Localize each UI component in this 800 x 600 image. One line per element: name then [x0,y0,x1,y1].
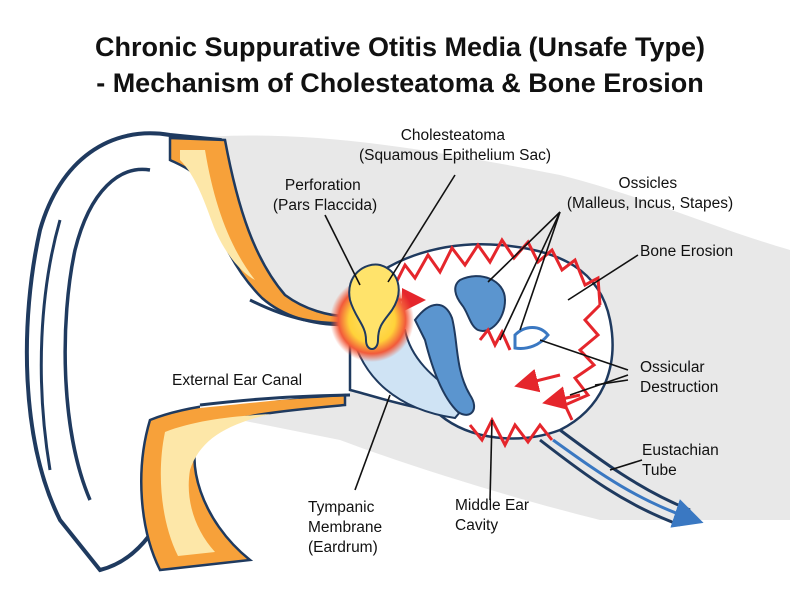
label-perforation: Perforation (Pars Flaccida) [273,177,377,214]
label-external-ear-canal-line-1: External Ear Canal [172,372,302,389]
pinna-fold-outer [39,219,62,471]
bone-erosion-zigzag-right [562,303,602,421]
label-ossicular-destruction: Ossicular Destruction [640,359,718,396]
label-ossicles-line-2: (Malleus, Incus, Stapes) [567,195,733,212]
leader-lines [324,174,643,501]
label-tympanic-membrane-line-3: (Eardrum) [308,539,378,556]
label-tympanic-membrane-line-2: Membrane [308,519,382,536]
label-perforation-line-1: Perforation [285,177,361,194]
label-ossicular-destruction-line-2: Destruction [640,379,718,396]
label-tympanic-membrane: Tympanic Membrane (Eardrum) [308,499,386,556]
diagram-title-line-2: - Mechanism of Cholesteatoma & Bone Eros… [96,68,704,98]
ossicular-erosion-marks [478,327,512,351]
label-bone-erosion-line-1: Bone Erosion [640,243,733,260]
label-cholesteatoma-line-2: (Squamous Epithelium Sac) [359,147,551,164]
upper-cartilage-highlight [180,150,255,280]
canal-lower-wall [199,393,351,407]
external-ear-canal [200,318,350,408]
label-cholesteatoma: Cholesteatoma (Squamous Epithelium Sac) [359,127,551,164]
label-ossicles: Ossicles (Malleus, Incus, Stapes) [567,175,733,212]
cholesteatoma-sac [348,263,400,350]
label-ossicles-line-1: Ossicles [619,175,678,192]
bone-erosion-zigzag-top [393,237,602,306]
erosion-arrow-3 [542,386,581,410]
lower-cartilage-highlight [160,414,270,556]
bone-erosion-zigzag-bottom [468,416,554,449]
label-perforation-line-2: (Pars Flaccida) [273,197,377,214]
pinna-fold-inner [63,167,151,501]
label-ossicular-destruction-line-1: Ossicular [640,359,705,376]
eustachian-tube-wall-2 [539,438,681,527]
label-tympanic-membrane-line-1: Tympanic [308,499,375,516]
label-external-ear-canal: External Ear Canal [172,372,302,389]
label-eustachian-tube: Eustachian Tube [642,442,723,479]
stapes-shape [513,326,550,350]
label-middle-ear-cavity: Middle Ear Cavity [455,497,533,534]
label-middle-ear-cavity-line-1: Middle Ear [455,497,529,514]
label-bone-erosion: Bone Erosion [640,243,733,260]
label-cholesteatoma-line-1: Cholesteatoma [401,127,506,144]
eustachian-tube-arrow [552,438,704,528]
label-eustachian-tube-line-2: Tube [642,462,677,479]
incus-shape [454,275,507,332]
label-eustachian-tube-line-1: Eustachian [642,442,719,459]
erosion-arrow-2 [514,368,561,393]
diagram-title-line-1: Chronic Suppurative Otitis Media (Unsafe… [94,32,706,62]
malleus-shape [413,303,476,416]
label-middle-ear-cavity-line-2: Cavity [455,517,498,534]
